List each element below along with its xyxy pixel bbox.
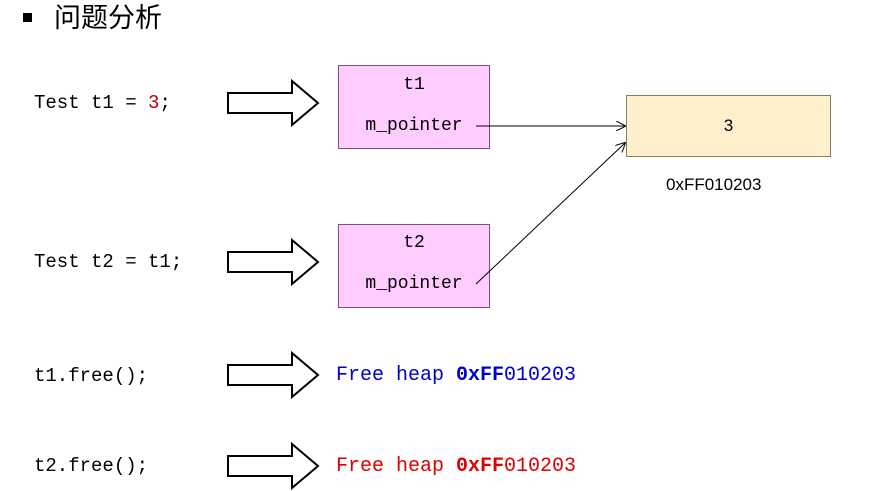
t2-pointer-line [475, 143, 625, 285]
right-arrow-icon [227, 442, 320, 490]
right-arrow-icon [227, 351, 320, 399]
heap-value: 3 [723, 116, 734, 135]
code-text: Test t2 = t1; [34, 251, 183, 273]
code-line-3: t1.free(); [34, 364, 148, 388]
free-message-1: Free heap 0xFF010203 [336, 364, 576, 388]
right-arrow-icon [227, 238, 320, 286]
message-address-rest: 010203 [504, 455, 577, 478]
code-number: 3 [148, 92, 160, 114]
code-semicolon: ; [159, 92, 171, 114]
message-address-rest: 010203 [504, 364, 577, 387]
message-text: Free heap [336, 455, 457, 478]
title-bullet [23, 13, 32, 22]
object-field: m_pointer [365, 116, 463, 136]
message-text: Free heap [336, 364, 457, 387]
message-address-prefix: 0xFF [456, 364, 505, 387]
code-line-4: t2.free(); [34, 454, 148, 478]
heap-memory-box: 3 [626, 95, 831, 157]
code-text: Test t1 = [34, 92, 149, 114]
heap-address: 0xFF010203 [666, 175, 762, 194]
object-t1: t1 m_pointer [338, 65, 490, 149]
right-arrow-icon [227, 79, 320, 127]
page-title: 问题分析 [54, 3, 162, 34]
object-name: t1 [403, 75, 425, 95]
object-t2: t2 m_pointer [338, 224, 490, 308]
code-line-2: Test t2 = t1; [34, 250, 182, 274]
message-address-prefix: 0xFF [456, 455, 505, 478]
code-line-1: Test t1 = 3; [34, 91, 171, 115]
code-text: t2.free(); [34, 455, 149, 477]
object-name: t2 [403, 233, 425, 253]
free-message-2: Free heap 0xFF010203 [336, 455, 576, 479]
code-text: t1.free(); [34, 365, 149, 387]
object-field: m_pointer [365, 274, 463, 294]
